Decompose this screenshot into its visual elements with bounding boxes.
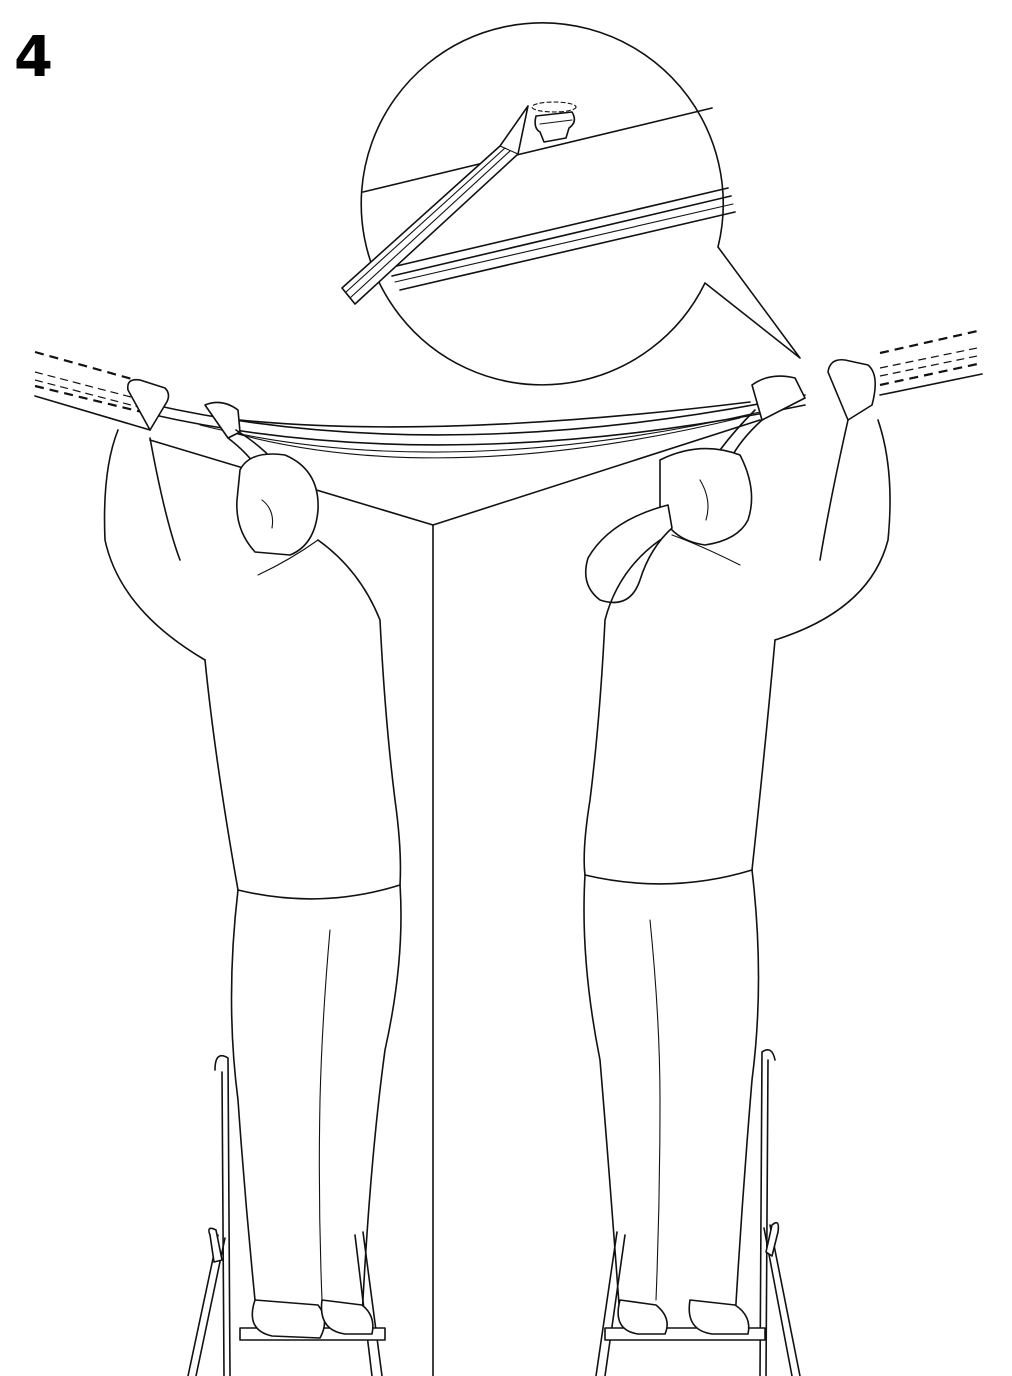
person-right-icon (583, 358, 891, 1335)
step-number: 4 (14, 25, 53, 90)
wall-corner (149, 419, 761, 1376)
detail-magnifier-icon (341, 22, 801, 386)
person-left-icon (103, 378, 402, 1339)
mounting-clip-icon (531, 101, 577, 143)
pencil-icon (341, 105, 529, 305)
ceiling-guide-lines-icon (34, 328, 983, 431)
